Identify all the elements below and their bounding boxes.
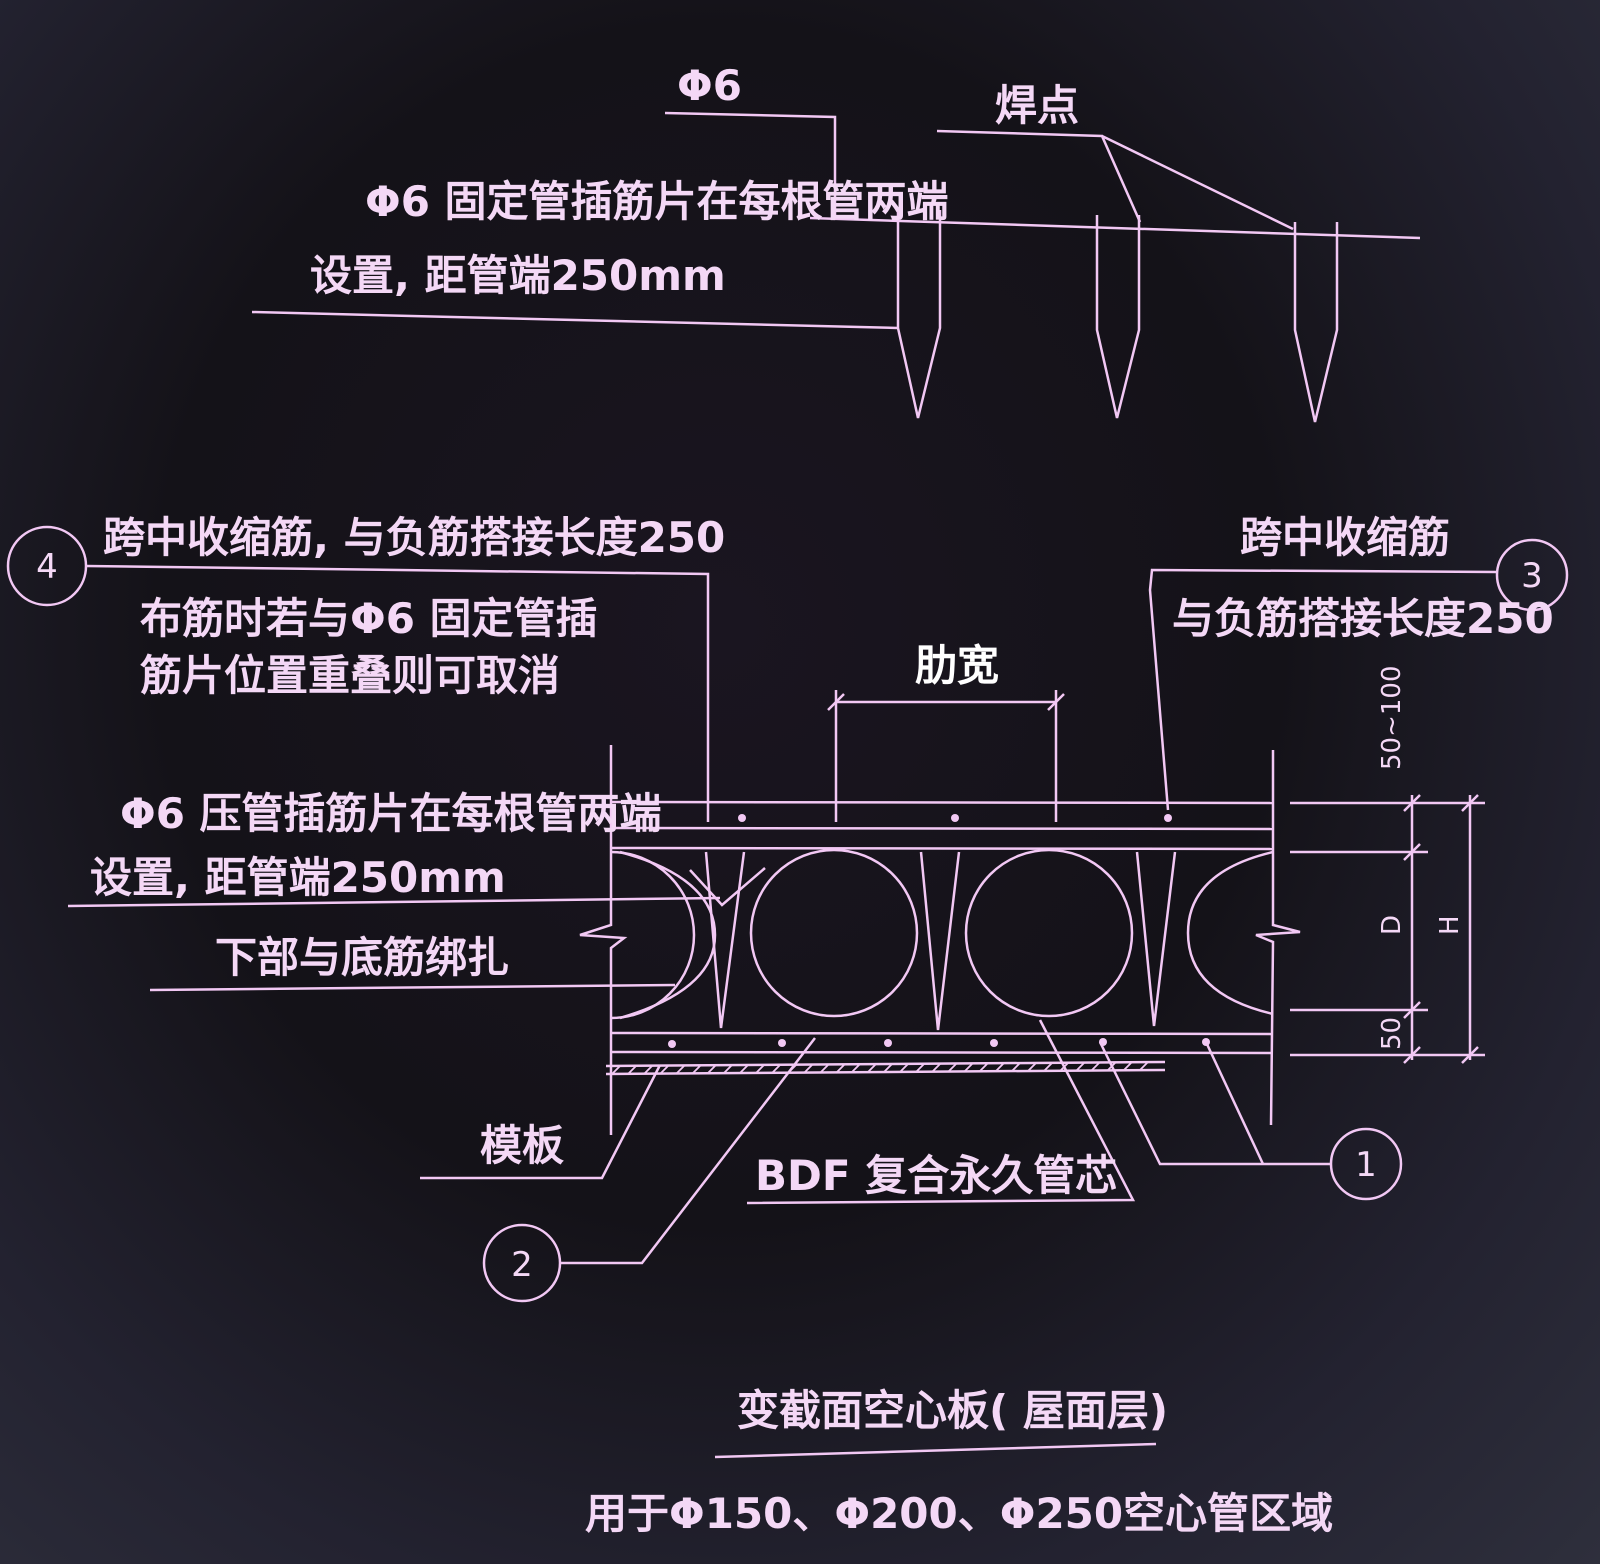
right-break-line: [1255, 750, 1301, 1126]
hollow-tube-1: [749, 848, 919, 1018]
callout-4-line3: 筋片位置重叠则可取消: [140, 651, 560, 700]
title-sub: 用于Φ150、Φ200、Φ250空心管区域: [585, 1489, 1333, 1538]
formwork-line-bottom: [605, 1068, 1166, 1076]
fixed-bar-note-line2: 设置, 距管端250mm: [310, 251, 726, 300]
phi6-leader: [664, 111, 837, 218]
callout-3-number: 3: [1521, 556, 1543, 596]
left-break-line: [579, 745, 628, 1135]
callout-3-line2: 与负筋搭接长度250: [1172, 594, 1554, 643]
callout-3-line1: 跨中收缩筋: [1240, 513, 1450, 562]
slab-h-dimension: H: [1435, 915, 1465, 935]
press-bar-note-leader: [67, 896, 721, 908]
callout-2-number: 2: [511, 1245, 533, 1285]
hollow-tube-2: [964, 848, 1134, 1018]
weld-leader-1: [936, 129, 1142, 223]
bdf-leader: [746, 1019, 1136, 1205]
press-bar-v-2: [919, 851, 961, 1031]
callout-4-line: [85, 564, 710, 822]
bottom-cover-dimension: 50: [1377, 1017, 1407, 1050]
bottom-rebar-line-1: [610, 1031, 1274, 1036]
callout-1-number: 1: [1355, 1145, 1377, 1185]
formwork-line-top: [605, 1060, 1166, 1068]
bottom-rebar-dots: [668, 1038, 1210, 1048]
top-rebar-line-1: [610, 826, 1274, 831]
formwork-label: 模板: [480, 1121, 564, 1170]
callout-1-leader-b: [1204, 1041, 1265, 1165]
fixed-bar-note-line1: Φ6 固定管插筋片在每根管两端: [365, 177, 949, 226]
slab-top-surface: [610, 800, 1274, 805]
bottom-tie-note: 下部与底筋绑扎: [215, 933, 509, 982]
callout-3-line: [1148, 568, 1498, 811]
right-dimensions: [1290, 794, 1485, 1064]
press-bar-hook: [689, 867, 766, 907]
bottom-tie-note-leader: [149, 983, 676, 992]
callout-2-leader: [560, 1037, 816, 1265]
callout-3-circle: [1495, 538, 1569, 612]
formwork-leader: [420, 1064, 662, 1180]
bdf-label: BDF 复合永久管芯: [755, 1151, 1117, 1200]
top-rebar-line-2: [610, 846, 1274, 851]
top-insertion-bar-detail: [251, 111, 1421, 423]
phi6-label: Φ6: [677, 61, 742, 110]
callout-4-leader: [6, 525, 710, 822]
press-bar-v-1: [704, 851, 746, 1029]
title-main: 变截面空心板( 屋面层): [737, 1386, 1168, 1435]
top-rebar-dots: [738, 814, 1172, 822]
press-bar-v-3: [1135, 851, 1177, 1027]
weld-leader-2: [1101, 134, 1294, 231]
callout-1-leader-a: [1098, 1041, 1331, 1166]
callout-4-line1: 跨中收缩筋, 与负筋搭接长度250: [103, 513, 725, 562]
bottom-rebar-line-2: [610, 1050, 1274, 1055]
callout-4-number: 4: [36, 547, 58, 587]
callout-4-line2: 布筋时若与Φ6 固定管插: [140, 594, 598, 643]
rib-width-dimension: [827, 690, 1065, 822]
tube-d-dimension: D: [1377, 915, 1407, 935]
press-bar-note-line2: 设置, 距管端250mm: [90, 853, 506, 902]
press-bar-note-line1: Φ6 压管插筋片在每根管两端: [120, 789, 662, 838]
top-bar-line: [809, 216, 1421, 240]
v-pin-2: [1095, 215, 1141, 419]
v-pin-1: [896, 210, 942, 419]
slab-section: [579, 745, 1301, 1135]
title-underline: [714, 1442, 1157, 1459]
rib-width-label: 肋宽: [915, 641, 999, 690]
weld-label: 焊点: [995, 81, 1079, 130]
tube-left-partial-inner: [619, 850, 717, 1020]
v-pin-3: [1293, 222, 1339, 423]
fixed-bar-note-leader: [251, 310, 899, 330]
top-cover-dimension: 50~100: [1377, 666, 1407, 771]
callout-3-leader: [1148, 538, 1569, 811]
tube-right-partial: [1186, 850, 1274, 1016]
